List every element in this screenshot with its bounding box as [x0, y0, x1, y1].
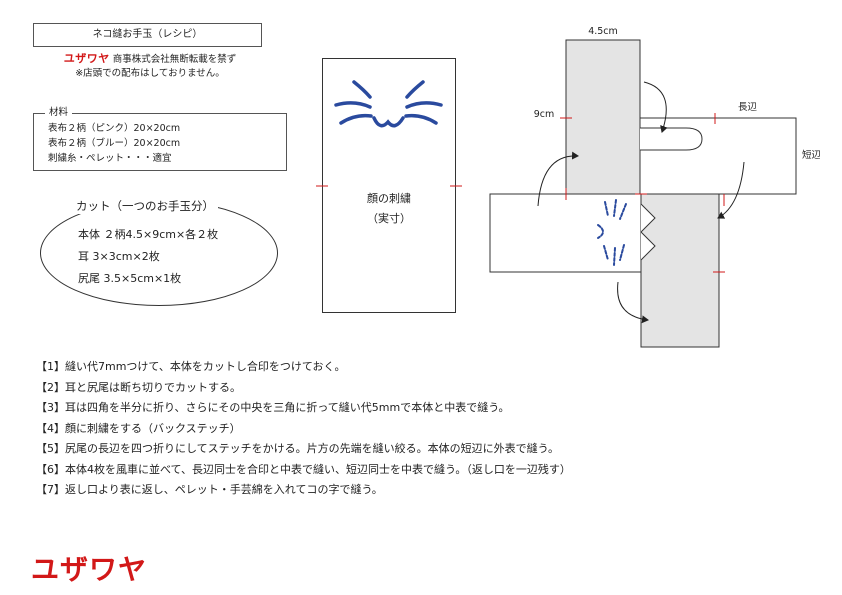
face-pattern-label: 顔の刺繍: [367, 191, 411, 205]
ear-triangles: [640, 203, 656, 261]
tail-strip: [640, 127, 703, 151]
short-side-label: 短辺: [802, 149, 820, 161]
recipe-title: ネコ縫お手玉（レシピ）: [33, 23, 262, 47]
cut-item: 尻尾 3.5×5cm×1枚: [78, 272, 182, 285]
width-label: 4.5cm: [588, 26, 618, 37]
arrow-top: [643, 81, 668, 133]
material-item: 表布２柄（ピンク）20×20cm: [48, 123, 181, 134]
step-5: 【5】尻尾の長辺を四つ折りにしてステッチをかける。片方の先端を縫い絞る。本体の短…: [36, 442, 560, 455]
assembly-diagram: 4.5cm 9cm 長辺 短辺: [489, 26, 820, 348]
long-side-label: 長辺: [738, 102, 758, 113]
copyright-notice: ユザワヤ 商事株式会社無断転載を禁ず ※店頭での配布はしておりません。: [30, 52, 270, 81]
height-label: 9cm: [534, 109, 555, 120]
materials-box: [33, 113, 287, 171]
arrow-bottom: [617, 281, 649, 324]
arrow-right: [717, 161, 745, 219]
cat-face-dashed-icon: [597, 199, 627, 266]
face-pattern-sublabel: （実寸）: [367, 211, 411, 225]
cut-list-title: カット（一つのお手玉分）: [72, 198, 218, 214]
brand-name-inline: ユザワヤ: [63, 52, 110, 65]
cut-item: 本体 ２柄4.5×9cm×各２枚: [78, 228, 219, 241]
face-embroidery-pattern: 顔の刺繍 （実寸）: [316, 58, 462, 313]
panel-left: [489, 193, 642, 273]
step-1: 【1】縫い代7mmつけて、本体をカットし合印をつけておく。: [36, 360, 346, 373]
distribution-note: ※店頭での配布はしておりません。: [75, 68, 225, 79]
alignment-marks: [560, 113, 725, 273]
panel-top: [565, 39, 641, 195]
copyright-text: 商事株式会社無断転載を禁ず: [109, 54, 237, 65]
step-2: 【2】耳と尻尾は断ち切りでカットする。: [36, 380, 241, 394]
arrow-left: [537, 151, 579, 207]
materials-list: 表布２柄（ピンク）20×20cm 表布２柄（ブルー）20×20cm 刺繍糸・ペレ…: [48, 121, 180, 166]
brand-logo: ユザワヤ: [31, 553, 148, 586]
instruction-steps: 【1】縫い代7mmつけて、本体をカットし合印をつけておく。 【2】耳と尻尾は断ち…: [36, 357, 571, 501]
cut-list: 本体 ２柄4.5×9cm×各２枚 耳 3×3cm×2枚 尻尾 3.5×5cm×1…: [78, 224, 218, 290]
cat-face-embroidery-icon: [334, 80, 443, 128]
folding-arrows: [537, 81, 745, 324]
step-4: 【4】顔に刺繍をする（バックステッチ）: [36, 421, 241, 435]
cut-item: 耳 3×3cm×2枚: [78, 250, 160, 263]
materials-title: 材料: [45, 104, 73, 118]
step-7: 【7】返し口より表に返し、ペレット・手芸綿を入れてコの字で縫う。: [36, 483, 383, 496]
pattern-outline: [322, 58, 456, 313]
material-item: 刺繍糸・ペレット・・・適宜: [48, 153, 172, 164]
material-item: 表布２柄（ブルー）20×20cm: [48, 138, 181, 149]
step-3: 【3】耳は四角を半分に折り、さらにその中央を三角に折って縫い代5mmで本体と中表…: [36, 401, 510, 414]
step-6: 【6】本体4枚を風車に並べて、長辺同士を合印と中表で縫い、短辺同士を中表で縫う。…: [36, 462, 571, 476]
